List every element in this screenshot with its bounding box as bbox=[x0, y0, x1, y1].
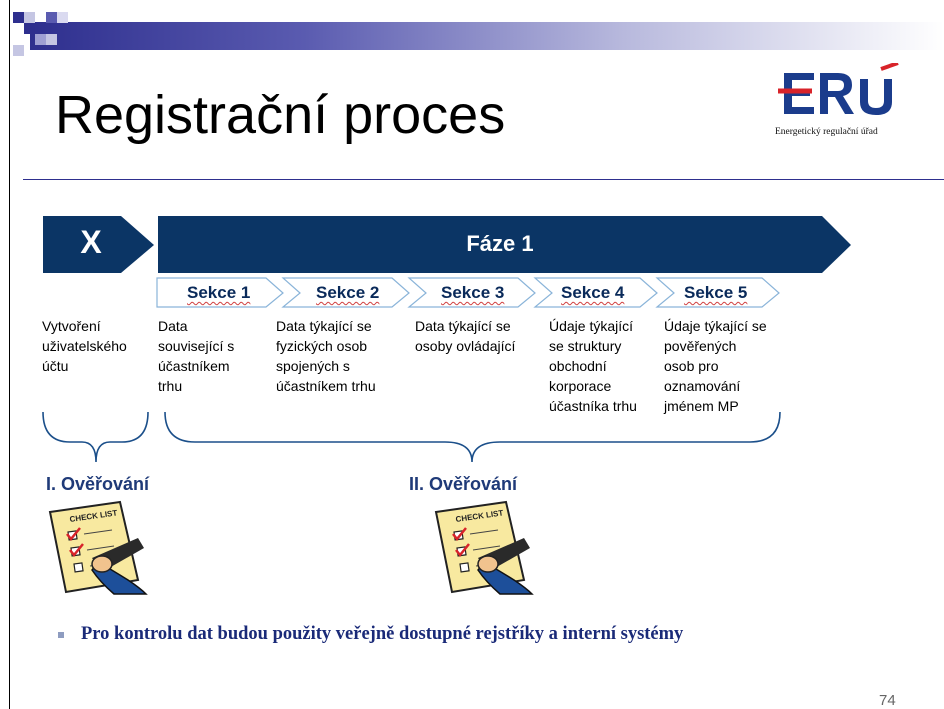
description-line: pověřených bbox=[664, 338, 737, 354]
description-line: související s bbox=[158, 338, 235, 354]
section-5-chevron bbox=[655, 277, 780, 308]
description-line: Data týkající se bbox=[415, 318, 511, 334]
header-square-decoration bbox=[46, 12, 57, 23]
checklist-icon: CHECK LIST bbox=[434, 500, 534, 595]
x-step-description: Vytvoření uživatelského účtu bbox=[42, 316, 127, 376]
section-3-label: Sekce 3 bbox=[441, 283, 505, 302]
verification-2-brace bbox=[164, 411, 781, 463]
header-square-decoration bbox=[13, 12, 24, 23]
eru-logo-letters bbox=[778, 63, 899, 115]
eru-logo bbox=[778, 63, 899, 115]
section-1-chevron bbox=[156, 277, 284, 308]
description-line: Data bbox=[158, 318, 188, 334]
section-2-label: Sekce 2 bbox=[316, 283, 380, 302]
verification-2-label: II. Ověřování bbox=[409, 474, 518, 494]
checklist-icon: CHECK LIST bbox=[48, 500, 148, 595]
section-4-chevron bbox=[533, 277, 658, 308]
description-line: korporace bbox=[549, 378, 612, 394]
header-square-decoration bbox=[24, 23, 35, 34]
description-line: uživatelského bbox=[42, 338, 127, 354]
description-line: účastníkem trhu bbox=[276, 378, 376, 394]
description-line: účastníkem bbox=[158, 358, 230, 374]
phase-1-arrow bbox=[158, 216, 851, 273]
description-line: jménem MP bbox=[664, 398, 739, 414]
section-1-description: Data související s účastníkem trhu bbox=[158, 316, 234, 396]
section-3-chevron bbox=[407, 277, 536, 308]
verification-1-brace bbox=[42, 411, 149, 463]
description-line: účastníka trhu bbox=[549, 398, 637, 414]
section-3-description: Data týkající se osoby ovládající bbox=[415, 316, 515, 356]
section-1-label: Sekce 1 bbox=[187, 283, 251, 302]
description-line: obchodní bbox=[549, 358, 607, 374]
description-line: se struktury bbox=[549, 338, 622, 354]
header-square-decoration bbox=[57, 12, 68, 23]
section-2-chevron bbox=[281, 277, 410, 308]
description-line: osob pro bbox=[664, 358, 719, 374]
header-square-decoration bbox=[46, 34, 57, 45]
section-2-description: Data týkající se fyzických osob spojenýc… bbox=[276, 316, 376, 396]
header-square-decoration bbox=[24, 12, 35, 23]
header-square-decoration bbox=[13, 45, 24, 56]
header-square-decoration bbox=[35, 34, 46, 45]
bullet-square-icon bbox=[58, 631, 64, 638]
section-4-description: Údaje týkající se struktury obchodní kor… bbox=[549, 316, 637, 416]
description-line: Údaje týkající se bbox=[664, 318, 767, 334]
header-gradient-band bbox=[30, 22, 944, 50]
description-line: účtu bbox=[42, 358, 69, 374]
description-line: osoby ovládající bbox=[415, 338, 516, 354]
slide-title: Registrační proces bbox=[55, 85, 506, 145]
description-line: fyzických osob bbox=[276, 338, 368, 354]
description-line: trhu bbox=[158, 378, 183, 394]
section-4-label: Sekce 4 bbox=[561, 283, 625, 302]
eru-logo-subtitle: Energetický regulační úřad bbox=[775, 127, 878, 137]
x-step-label: X bbox=[80, 224, 102, 260]
section-chevrons bbox=[156, 277, 780, 308]
bullet-point: Pro kontrolu dat budou použity veřejně d… bbox=[58, 624, 683, 645]
description-line: Vytvoření bbox=[42, 318, 101, 334]
section-5-label: Sekce 5 bbox=[684, 283, 748, 302]
description-line: Údaje týkající bbox=[549, 318, 634, 334]
description-line: oznamování bbox=[664, 378, 741, 394]
slide-frame bbox=[9, 0, 944, 709]
page-number: 74 bbox=[879, 692, 896, 709]
description-line: Data týkající se bbox=[276, 318, 372, 334]
x-step-arrow bbox=[43, 216, 154, 273]
section-5-description: Údaje týkající se pověřených osob pro oz… bbox=[664, 316, 767, 416]
bullet-text: Pro kontrolu dat budou použity veřejně d… bbox=[81, 624, 684, 644]
phase-1-label: Fáze 1 bbox=[466, 231, 534, 256]
description-line: spojených s bbox=[276, 358, 350, 374]
title-divider bbox=[23, 179, 944, 180]
verification-1-label: I. Ověřování bbox=[46, 474, 150, 494]
